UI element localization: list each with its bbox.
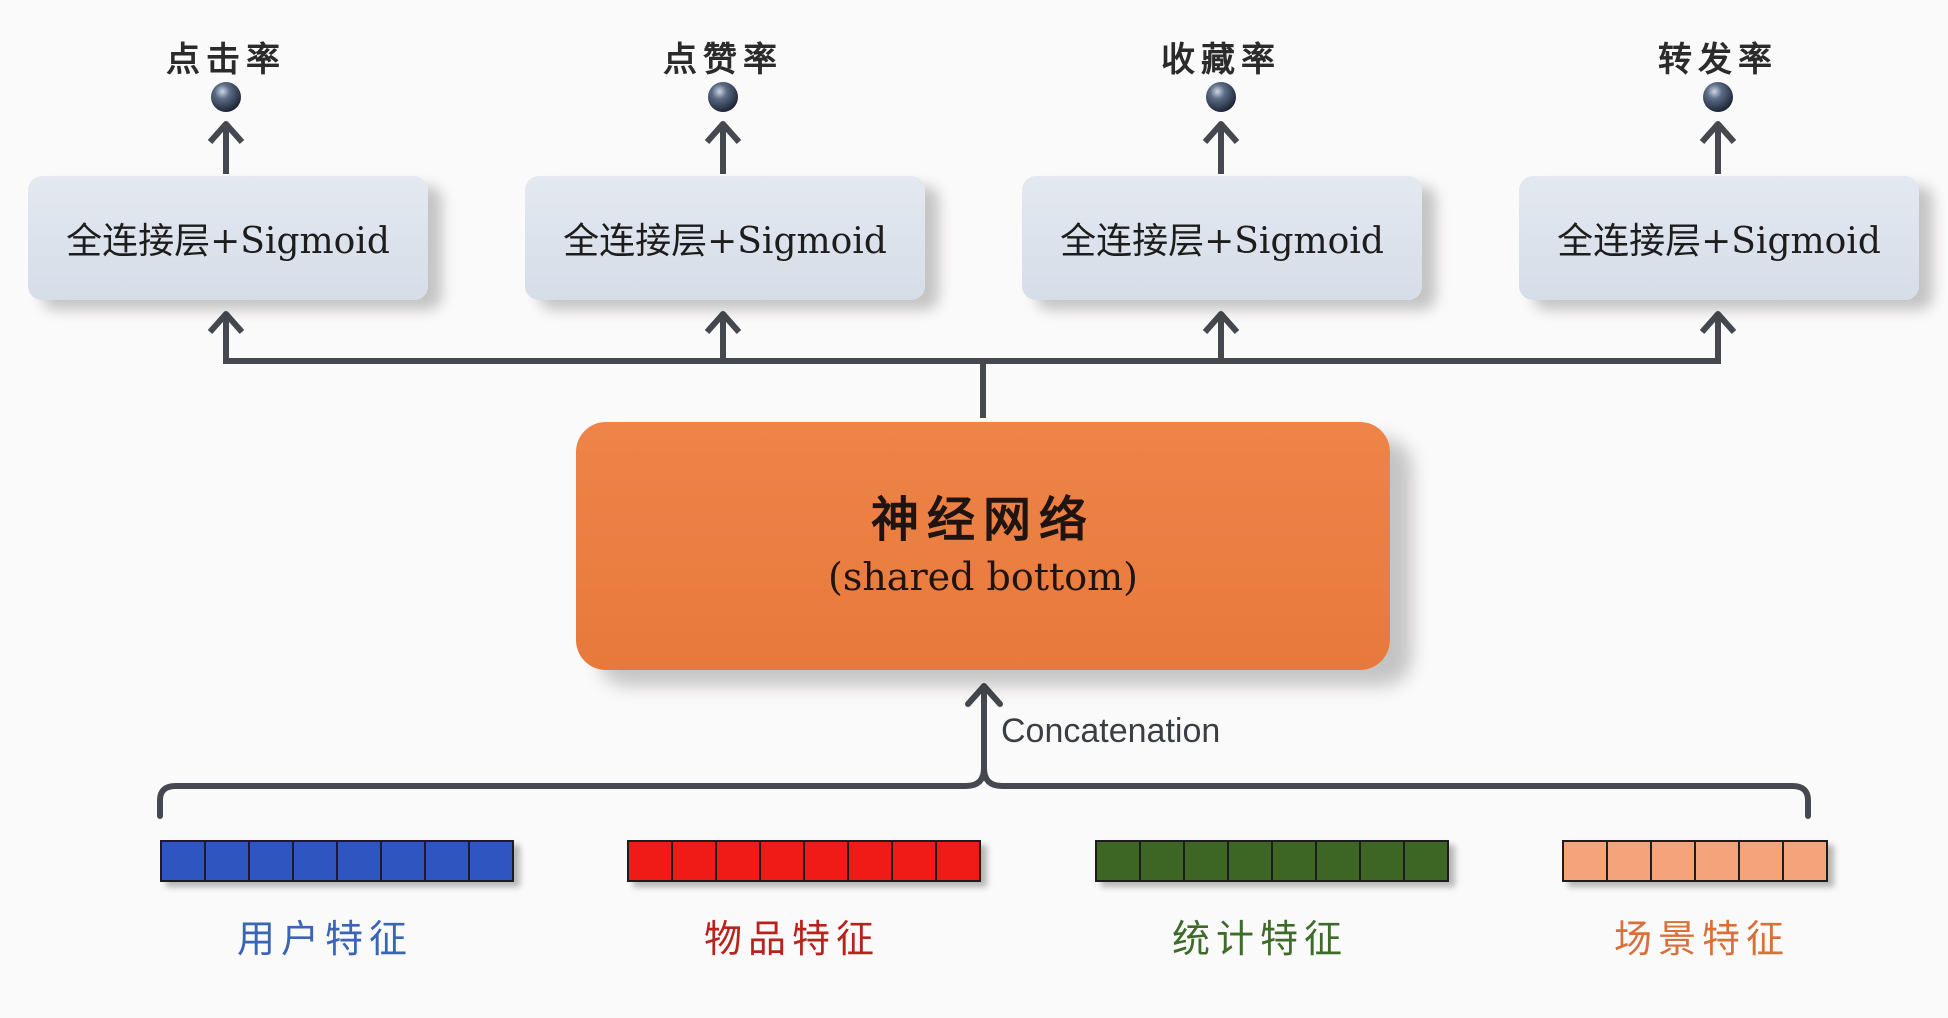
feature-cell bbox=[891, 840, 937, 882]
tower-input-head bbox=[207, 311, 245, 334]
feature-cell bbox=[1606, 840, 1652, 882]
fanout-connector bbox=[207, 311, 1737, 418]
feature-cell bbox=[1271, 840, 1317, 882]
output-node bbox=[211, 82, 241, 112]
tower-box-like-rate: 全连接层+Sigmoid bbox=[525, 176, 925, 300]
feature-label-context: 场景特征 bbox=[1613, 917, 1790, 961]
feature-cell bbox=[1095, 840, 1141, 882]
feature-cell bbox=[468, 840, 514, 882]
feature-cell bbox=[935, 840, 981, 882]
task-label-ctr: 点击率 bbox=[166, 40, 286, 80]
concat-brace bbox=[157, 765, 1811, 819]
feature-cell bbox=[424, 840, 470, 882]
tower-input-head bbox=[1699, 311, 1737, 334]
feature-vector-context bbox=[1562, 840, 1828, 882]
output-node bbox=[1206, 82, 1236, 112]
output-arrow-head bbox=[1699, 121, 1737, 144]
task-label-share-rate: 转发率 bbox=[1658, 40, 1778, 80]
feature-cell bbox=[1315, 840, 1361, 882]
tower-label: 全连接层+Sigmoid bbox=[563, 221, 887, 262]
output-arrows bbox=[207, 121, 1737, 174]
tower-label: 全连接层+Sigmoid bbox=[1060, 221, 1384, 262]
concatenation-label: Concatenation bbox=[1001, 712, 1221, 750]
tower-label: 全连接层+Sigmoid bbox=[1557, 221, 1881, 262]
tower-input-head bbox=[704, 311, 742, 334]
shared-bottom-title: 神经网络 bbox=[870, 491, 1095, 548]
feature-label-user: 用户特征 bbox=[236, 917, 413, 961]
tower-input-head bbox=[1202, 311, 1240, 334]
feature-cell bbox=[292, 840, 338, 882]
concat-arrow-head bbox=[965, 683, 1003, 707]
feature-cell bbox=[1403, 840, 1449, 882]
tower-box-share-rate: 全连接层+Sigmoid bbox=[1519, 176, 1919, 300]
feature-vector-stats bbox=[1095, 840, 1449, 882]
feature-cell bbox=[160, 840, 206, 882]
feature-cell bbox=[847, 840, 893, 882]
feature-cell bbox=[1227, 840, 1273, 882]
output-arrow-head bbox=[1202, 121, 1240, 144]
feature-cell bbox=[380, 840, 426, 882]
feature-cell bbox=[1738, 840, 1784, 882]
feature-cell bbox=[1650, 840, 1696, 882]
feature-cell bbox=[204, 840, 250, 882]
output-arrow-head bbox=[704, 121, 742, 144]
feature-label-item: 物品特征 bbox=[703, 917, 880, 961]
feature-label-stats: 统计特征 bbox=[1171, 917, 1348, 961]
feature-cell bbox=[1183, 840, 1229, 882]
feature-cell bbox=[1359, 840, 1405, 882]
feature-cell bbox=[715, 840, 761, 882]
output-node bbox=[708, 82, 738, 112]
tower-box-collect-rate: 全连接层+Sigmoid bbox=[1022, 176, 1422, 300]
output-arrow-head bbox=[207, 121, 245, 144]
concatenation-connector bbox=[157, 683, 1811, 819]
task-label-collect-rate: 收藏率 bbox=[1161, 40, 1281, 80]
feature-cell bbox=[248, 840, 294, 882]
output-nodes bbox=[211, 82, 1733, 112]
tower-label: 全连接层+Sigmoid bbox=[66, 221, 390, 262]
shared-bottom-subtitle: (shared bottom) bbox=[828, 554, 1138, 599]
feature-cell bbox=[1139, 840, 1185, 882]
feature-cell bbox=[1694, 840, 1740, 882]
shared-bottom-box: 神经网络 (shared bottom) bbox=[576, 422, 1390, 670]
feature-cell bbox=[803, 840, 849, 882]
feature-cell bbox=[336, 840, 382, 882]
feature-vector-item bbox=[627, 840, 981, 882]
output-node bbox=[1703, 82, 1733, 112]
feature-cell bbox=[671, 840, 717, 882]
task-label-like-rate: 点赞率 bbox=[663, 40, 783, 80]
feature-cell bbox=[759, 840, 805, 882]
feature-vector-user bbox=[160, 840, 514, 882]
tower-box-ctr: 全连接层+Sigmoid bbox=[28, 176, 428, 300]
feature-cell bbox=[627, 840, 673, 882]
feature-cell bbox=[1782, 840, 1828, 882]
feature-cell bbox=[1562, 840, 1608, 882]
